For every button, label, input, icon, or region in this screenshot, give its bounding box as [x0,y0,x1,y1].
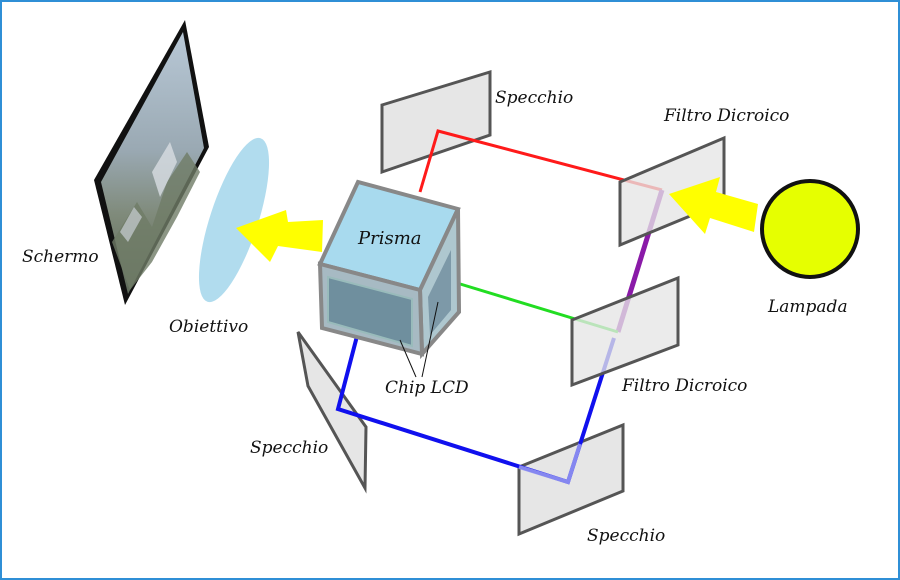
mirror-top [380,69,492,175]
lcd-pointer-2 [421,301,439,378]
label-mirror-left: Specchio [250,438,329,458]
mirror-bottom [517,422,625,537]
blue-beam-reflection [518,443,582,485]
light-arrow-from-lamp [669,177,758,234]
red-beam [418,129,663,193]
label-mirror-bottom: Specchio [587,526,666,546]
label-screen: Schermo [22,247,99,267]
lcd-pointer-1 [399,339,417,378]
label-filter-mid: Filtro Dicroico [622,376,748,396]
light-arrow-to-lens [236,210,323,262]
prism-cube [317,179,462,360]
label-lamp: Lampada [768,297,848,317]
lamp [760,179,860,279]
label-lens: Obiettivo [169,317,249,337]
blue-beam [335,316,616,485]
lens [198,137,270,303]
filter-mid [570,275,680,388]
label-mirror-top: Specchio [495,88,574,108]
label-filter-top: Filtro Dicroico [664,106,790,126]
mirror-left [296,331,368,494]
screen [94,20,209,305]
label-prism: Prisma [358,228,422,249]
label-lcd: Chip LCD [385,378,469,398]
